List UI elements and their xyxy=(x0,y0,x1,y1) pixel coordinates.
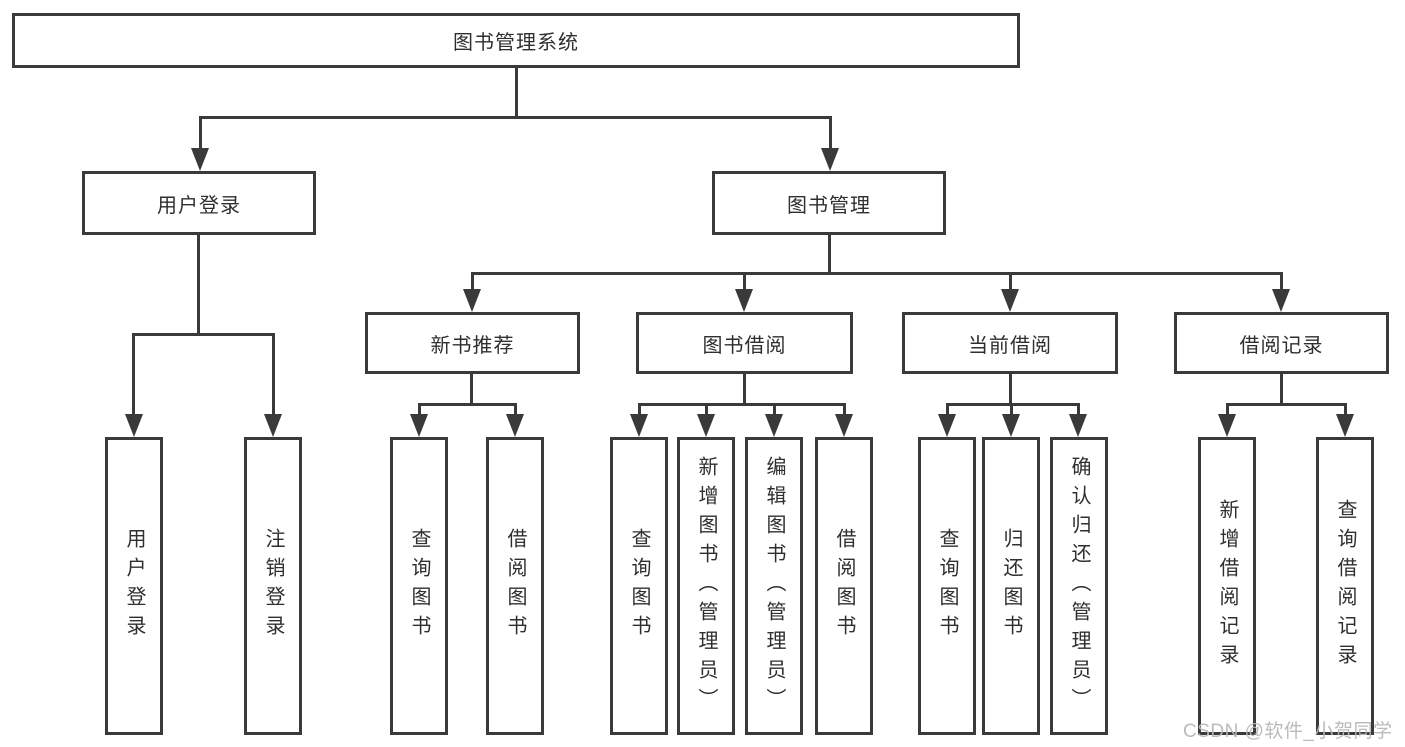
node-label: 查询图书 xyxy=(408,528,430,644)
arrow-down-icon xyxy=(1218,414,1236,437)
node-label: 查询图书 xyxy=(628,528,650,644)
arrow-down-icon xyxy=(264,414,282,437)
connector-line xyxy=(199,116,832,119)
node-label: 借阅图书 xyxy=(833,528,855,644)
connector-line xyxy=(1009,272,1012,291)
connector-line xyxy=(705,403,708,416)
arrow-down-icon xyxy=(410,414,428,437)
node-leaf-query-borrow-record: 查询借阅记录 xyxy=(1316,437,1374,735)
node-book-borrowing: 图书借阅 xyxy=(636,312,853,374)
connector-line xyxy=(638,403,846,406)
node-label: 新书推荐 xyxy=(430,334,515,357)
node-leaf-borrow-books-1: 借阅图书 xyxy=(486,437,544,735)
node-label: 新增图书（管理员） xyxy=(695,455,717,717)
connector-line xyxy=(829,116,832,150)
connector-line xyxy=(1077,403,1080,416)
connector-line xyxy=(272,333,275,415)
node-label: 借阅图书 xyxy=(504,528,526,644)
connector-line xyxy=(418,403,421,416)
node-leaf-return-books: 归还图书 xyxy=(982,437,1040,735)
node-leaf-user-login: 用户登录 xyxy=(105,437,163,735)
connector-line xyxy=(197,235,200,336)
node-label: 确认归还（管理员） xyxy=(1068,455,1090,717)
connector-line xyxy=(1280,374,1283,406)
node-leaf-query-books-3: 查询图书 xyxy=(918,437,976,735)
node-label: 新增借阅记录 xyxy=(1216,499,1238,673)
connector-line xyxy=(132,333,275,336)
node-leaf-add-books-admin: 新增图书（管理员） xyxy=(677,437,735,735)
connector-line xyxy=(1009,374,1012,406)
connector-line xyxy=(946,403,1080,406)
node-leaf-add-borrow-record: 新增借阅记录 xyxy=(1198,437,1256,735)
node-leaf-edit-books-admin: 编辑图书（管理员） xyxy=(745,437,803,735)
connector-line xyxy=(470,374,473,406)
node-leaf-borrow-books-2: 借阅图书 xyxy=(815,437,873,735)
arrow-down-icon xyxy=(835,414,853,437)
connector-line xyxy=(199,116,202,150)
node-label: 当前借阅 xyxy=(968,334,1052,357)
connector-line xyxy=(515,68,518,119)
connector-line xyxy=(1280,272,1283,291)
node-label: 用户登录 xyxy=(157,194,241,217)
node-label: 图书管理系统 xyxy=(453,32,579,54)
arrow-down-icon xyxy=(1069,414,1087,437)
node-label: 图书借阅 xyxy=(702,334,787,357)
node-leaf-query-books-2: 查询图书 xyxy=(610,437,668,735)
arrow-down-icon xyxy=(1002,414,1020,437)
connector-line xyxy=(1226,403,1347,406)
node-label: 编辑图书（管理员） xyxy=(763,455,785,717)
node-new-book-recommend: 新书推荐 xyxy=(365,312,580,374)
node-label: 借阅记录 xyxy=(1239,334,1324,357)
node-label: 用户登录 xyxy=(123,528,145,644)
connector-line xyxy=(1226,403,1229,416)
connector-line xyxy=(743,272,746,291)
node-label: 查询借阅记录 xyxy=(1334,499,1356,673)
arrow-down-icon xyxy=(821,148,839,171)
arrow-down-icon xyxy=(1001,289,1019,312)
node-user-login: 用户登录 xyxy=(82,171,316,235)
connector-line xyxy=(946,403,949,416)
arrow-down-icon xyxy=(1336,414,1354,437)
node-library-management-system: 图书管理系统 xyxy=(12,13,1020,68)
node-current-borrowing: 当前借阅 xyxy=(902,312,1118,374)
connector-line xyxy=(1344,403,1347,416)
connector-line xyxy=(514,403,517,416)
node-leaf-query-books-1: 查询图书 xyxy=(390,437,448,735)
arrow-down-icon xyxy=(735,289,753,312)
node-label: 查询图书 xyxy=(936,528,958,644)
arrow-down-icon xyxy=(125,414,143,437)
arrow-down-icon xyxy=(506,414,524,437)
arrow-down-icon xyxy=(938,414,956,437)
connector-line xyxy=(843,403,846,416)
node-leaf-confirm-return-admin: 确认归还（管理员） xyxy=(1050,437,1108,735)
node-borrowing-records: 借阅记录 xyxy=(1174,312,1389,374)
connector-line xyxy=(638,403,641,416)
csdn-watermark: CSDN @软件_小贺同学 xyxy=(1183,721,1393,742)
node-label: 注销登录 xyxy=(262,528,284,644)
connector-line xyxy=(828,235,831,275)
node-label: 归还图书 xyxy=(1000,528,1022,644)
connector-line xyxy=(471,272,474,291)
connector-line xyxy=(773,403,776,416)
node-book-management: 图书管理 xyxy=(712,171,946,235)
connector-line xyxy=(743,374,746,406)
node-label: 图书管理 xyxy=(787,194,871,217)
arrow-down-icon xyxy=(630,414,648,437)
arrow-down-icon xyxy=(191,148,209,171)
node-leaf-logout: 注销登录 xyxy=(244,437,302,735)
arrow-down-icon xyxy=(1272,289,1290,312)
arrow-down-icon xyxy=(697,414,715,437)
connector-line xyxy=(418,403,517,406)
arrow-down-icon xyxy=(463,289,481,312)
connector-line xyxy=(132,333,135,415)
connector-line xyxy=(1010,403,1013,416)
connector-line xyxy=(471,272,1283,275)
arrow-down-icon xyxy=(765,414,783,437)
